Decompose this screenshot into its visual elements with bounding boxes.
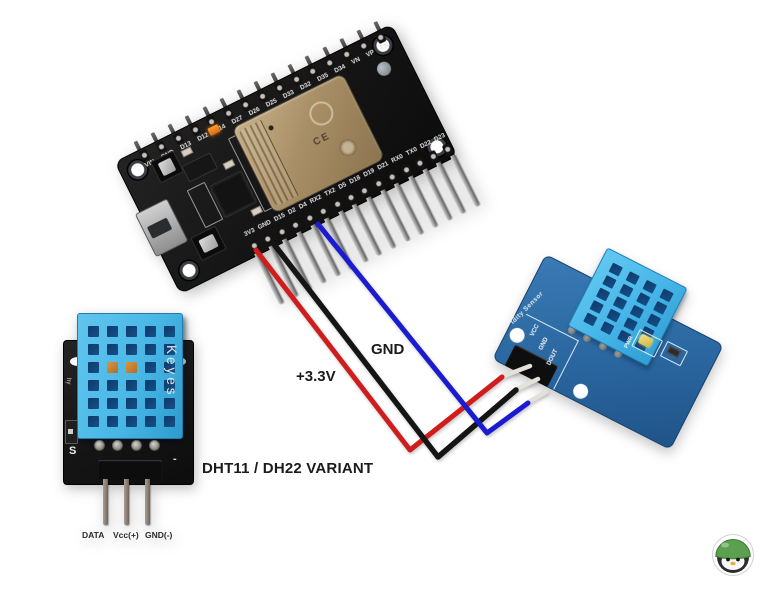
penguin-eye [736,557,740,562]
sensor-vent-hole [126,416,137,427]
sensor-vent-hole [126,380,137,391]
sensor-vent-hole [602,275,617,289]
sensor-vent-hole [145,362,156,373]
sensor-vent-hole [619,283,634,298]
vcc-pin-label: Vcc(+) [113,530,139,540]
sensor-vent-hole [164,380,175,391]
sensor-vent-hole [642,279,657,294]
certification-logo-icon [336,136,360,160]
solder-joint [112,440,124,451]
dht11-module-blue: idity Sensor VCC GND DOUT PWR [492,247,724,450]
sensor-vent-hole [589,300,604,314]
sensor-vent-hole [600,321,615,336]
penguin-helmet-logo [712,534,754,576]
solder-joint [130,440,142,451]
solder-joint [94,440,105,451]
sensor-vent-hole [164,398,175,409]
esp32-board: VINGNDD13D12D14D27D26D25D33D32D35D34VNVP… [114,20,480,305]
penguin-beak [730,561,736,566]
sensor-vent-hole [126,362,137,373]
gnd-pin [145,479,150,525]
sensor-vent-hole [145,380,156,391]
sensor-vent-hole [145,344,156,355]
smd-resistor [65,420,78,444]
wire-label-gnd: GND [371,341,405,358]
sensor-vent-hole [646,313,662,328]
sensor-vent-hole [164,362,175,373]
pin-header-block [98,460,162,480]
button-cap [198,233,219,254]
sensor-vent-hole [145,416,156,427]
sensor-vent-hole [107,380,118,391]
sensor-vent-hole [608,262,623,277]
sensor-vent-hole [164,344,175,355]
sensor-vent-hole [659,288,674,303]
sensor-vent-hole [623,317,638,332]
sensor-vent-hole [126,398,137,409]
helmet-highlight [721,542,729,548]
sensor-vent-hole [88,398,99,409]
penguin-eye [726,557,730,562]
sensor-vent-hole [88,362,99,373]
sensor-vent-hole [107,344,118,355]
minus-pin-marker: - [173,453,177,465]
sensor-vent-hole [88,344,99,355]
wire-label-3v3: +3.3V [296,368,336,385]
sensor-vent-hole [126,344,137,355]
sensor-vent-hole [126,326,137,337]
data-pin-label: DATA [82,530,105,540]
dout-header-pin [524,389,549,406]
sensor-vent-hole [595,287,611,302]
sensor-vent-hole [145,326,156,337]
sensor-vent-hole [583,312,598,327]
dht11-module-keyes: Keyes hy S - DATA Vcc(+) GND(-) [63,312,194,540]
vcc-pin [124,479,129,525]
sensor-vent-hole [164,326,175,337]
sensor-vent-hole [612,296,628,311]
sensor-vent-hole [629,304,645,319]
button-cap [157,157,177,177]
shield-dot [267,124,275,132]
sensor-vent-hole [145,398,156,409]
sensor-vent-hole [107,416,118,427]
ce-mark: CE [311,130,333,149]
pcb-side-text: hy [65,378,71,385]
sensor-vent-hole [88,416,99,427]
sensor-vent-hole [606,308,621,323]
sensor-vent-hole [107,326,118,337]
sensor-vent-hole [653,300,668,315]
sensor-vent-hole [107,362,118,373]
solder-joint [148,440,160,451]
data-pin [103,479,108,525]
sensor-vent-hole [164,416,175,427]
green-helmet [715,539,751,560]
dht11-sensor-body [77,313,183,439]
solder-joints [94,440,160,452]
keyes-brand-text: Keyes [164,345,179,398]
gnd-pin-label: GND(-) [145,530,173,540]
certification-logo-icon [305,97,338,130]
sensor-vent-hole [107,398,118,409]
sensor-vent-hole [636,292,651,307]
sensor-vent-hole [88,380,99,391]
sensor-vent-hole [625,271,640,286]
variant-note: DHT11 / DH22 VARIANT [202,460,374,477]
usb-slot [146,217,173,239]
sensor-vent-hole [88,326,99,337]
signal-pin-marker: S [69,445,77,457]
